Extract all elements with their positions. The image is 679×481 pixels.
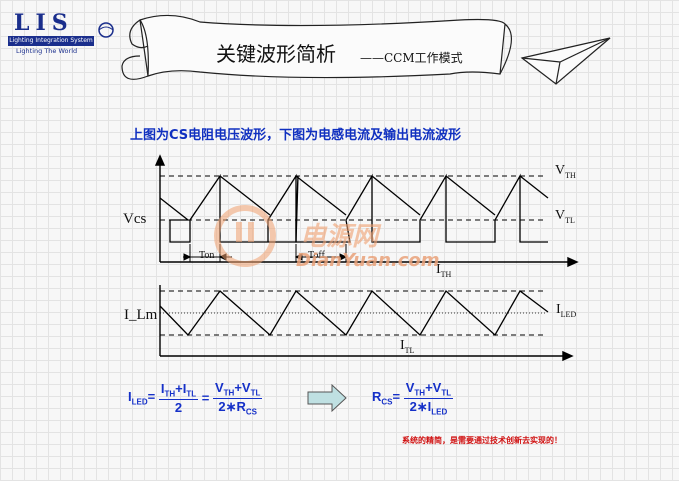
right-arrow-icon: [307, 383, 347, 413]
logo-name: LIS: [14, 10, 74, 36]
slogan-text: 系统的精简，是需要通过技术创新去实现的！: [402, 436, 562, 445]
ton-label: Ton: [199, 250, 215, 261]
vtl-label: VTL: [555, 208, 575, 225]
lis-logo: LIS Lighting Integration System Lighting…: [4, 6, 116, 56]
vcs-waveform: [159, 173, 299, 243]
ith-label: ITH: [436, 262, 452, 279]
toff-label: Toff: [308, 250, 325, 261]
iled-label: ILED: [556, 302, 577, 319]
itl-label: ITL: [400, 338, 415, 355]
watermark-en: DianYuan.com: [296, 250, 440, 271]
vth-label: VTH: [555, 163, 576, 180]
scroll-banner: [121, 14, 512, 80]
rcs-equation: RCS= VTH+VTL 2∗ILED: [372, 380, 454, 417]
vcs-label: Vcs: [123, 211, 147, 227]
ilm-waveform: [159, 289, 549, 337]
logo-tagline: Lighting The World: [16, 47, 78, 55]
iled-equation: ILED= ITH+ITL 2 = VTH+VTL 2∗RCS: [128, 380, 263, 417]
paper-plane-icon: [520, 37, 611, 85]
page-subtitle: ——CCM工作模式: [360, 51, 463, 65]
watermark-cn: 电源网: [300, 222, 382, 252]
logo-strip: Lighting Integration System: [8, 36, 94, 46]
page-title: 关键波形简析: [216, 42, 336, 66]
ilm-label: I_Lm: [124, 307, 158, 323]
globe-icon: [98, 22, 114, 38]
watermark-logo-icon: [214, 205, 276, 267]
waveform-caption: 上图为CS电阻电压波形，下图为电感电流及输出电流波形: [130, 128, 462, 143]
